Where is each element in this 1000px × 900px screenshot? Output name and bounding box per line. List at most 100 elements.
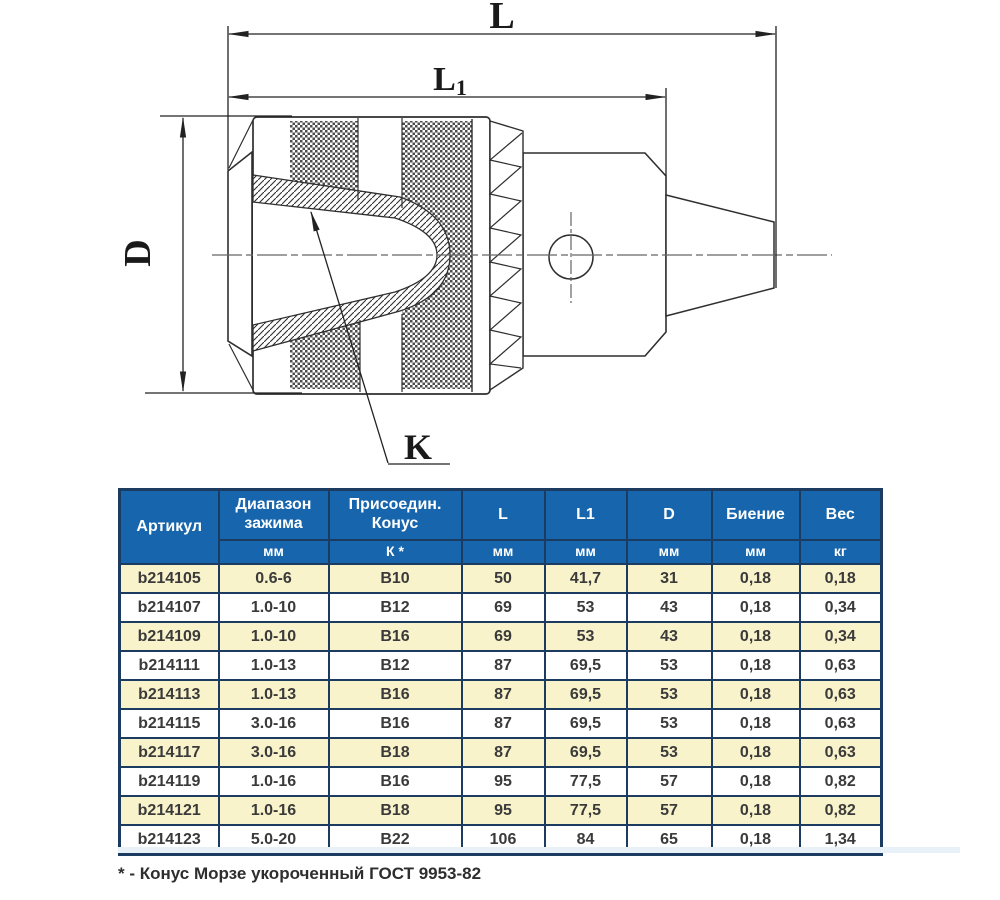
table-cell: 53 (625, 707, 713, 739)
col-unit-3: мм (460, 538, 546, 565)
col-header-6: Биение (710, 488, 801, 541)
table-cell: 0,63 (798, 649, 883, 681)
col-unit-7: кг (798, 538, 883, 565)
table-cell: 0.6-6 (217, 562, 330, 594)
table-cell: 1.0-13 (217, 678, 330, 710)
cone-callout-K: K (310, 210, 450, 467)
table-cell: 41,7 (543, 562, 628, 594)
table-cell: B12 (327, 649, 463, 681)
col-header-7: Вес (798, 488, 883, 541)
table-cell: 87 (460, 678, 546, 710)
table-cell: 50 (460, 562, 546, 594)
table-cell: 69,5 (543, 707, 628, 739)
col-header-5: D (625, 488, 713, 541)
table-cell: 0,63 (798, 678, 883, 710)
table-cell: b214119 (118, 765, 220, 797)
table-cell: 95 (460, 794, 546, 826)
table-cell: 53 (543, 591, 628, 623)
table-cell: B16 (327, 765, 463, 797)
table-cell: 87 (460, 707, 546, 739)
table-cell: b214107 (118, 591, 220, 623)
dimension-D-label: D (117, 239, 159, 266)
table-cell: b214115 (118, 707, 220, 739)
table-cell: 0,63 (798, 736, 883, 768)
table-cell: 0,82 (798, 794, 883, 826)
table-cell: 0,18 (710, 765, 801, 797)
table-cell: 87 (460, 736, 546, 768)
table-cell: 3.0-16 (217, 707, 330, 739)
table-cell: 0,34 (798, 620, 883, 652)
dimension-L-label: L (489, 0, 514, 37)
table-cell: B12 (327, 591, 463, 623)
table-cell: 31 (625, 562, 713, 594)
table-cell: 69 (460, 591, 546, 623)
table-cell: b214111 (118, 649, 220, 681)
table-cell: 1.0-10 (217, 620, 330, 652)
col-header-4: L1 (543, 488, 628, 541)
table-cell: 0,18 (710, 678, 801, 710)
cone-label-K: K (404, 427, 432, 467)
table-cell: 53 (625, 678, 713, 710)
table-cell: 1.0-16 (217, 794, 330, 826)
table-cell: 77,5 (543, 794, 628, 826)
col-unit-1: мм (217, 538, 330, 565)
table-cell: 53 (625, 736, 713, 768)
nose-collar (227, 119, 254, 391)
table-cell: 0,18 (710, 591, 801, 623)
table-cell: 0,18 (710, 562, 801, 594)
dimension-L: L (227, 0, 777, 288)
table-cell: B10 (327, 562, 463, 594)
table-cell: 0,18 (798, 562, 883, 594)
footnote: * - Конус Морзе укороченный ГОСТ 9953-82 (118, 864, 482, 883)
col-header-3: L (460, 488, 546, 541)
table-cell: 69,5 (543, 649, 628, 681)
col-unit-2: К * (327, 538, 463, 565)
table-cell: 95 (460, 765, 546, 797)
table-cell: b214121 (118, 794, 220, 826)
table-cell: 69,5 (543, 678, 628, 710)
table-cell: 53 (625, 649, 713, 681)
col-unit-5: мм (625, 538, 713, 565)
table-cell: 57 (625, 765, 713, 797)
col-unit-4: мм (543, 538, 628, 565)
col-unit-6: мм (710, 538, 801, 565)
table-cell: 57 (625, 794, 713, 826)
table-cell: 1.0-16 (217, 765, 330, 797)
table-cell: 53 (543, 620, 628, 652)
table-cell: 0,82 (798, 765, 883, 797)
table-cell: B16 (327, 678, 463, 710)
table-cell: B16 (327, 620, 463, 652)
table-cell: 0,18 (710, 707, 801, 739)
table-cell: 77,5 (543, 765, 628, 797)
table-cell: b214109 (118, 620, 220, 652)
table-cell: b214105 (118, 562, 220, 594)
table-cell: b214117 (118, 736, 220, 768)
table-cell: 87 (460, 649, 546, 681)
table-cell: B18 (327, 736, 463, 768)
table-cell: 0,18 (710, 649, 801, 681)
table-cell: B16 (327, 707, 463, 739)
table-cell: b214113 (118, 678, 220, 710)
dimension-D: D (117, 115, 302, 394)
table-cell: 1.0-10 (217, 591, 330, 623)
table-cell: 69,5 (543, 736, 628, 768)
table-cell: 0,63 (798, 707, 883, 739)
table-cell: 0,18 (710, 620, 801, 652)
table-cell: 0,18 (710, 736, 801, 768)
col-header-1: Диапазон зажима (217, 488, 330, 541)
table-cell: B18 (327, 794, 463, 826)
table-cell: 43 (625, 591, 713, 623)
